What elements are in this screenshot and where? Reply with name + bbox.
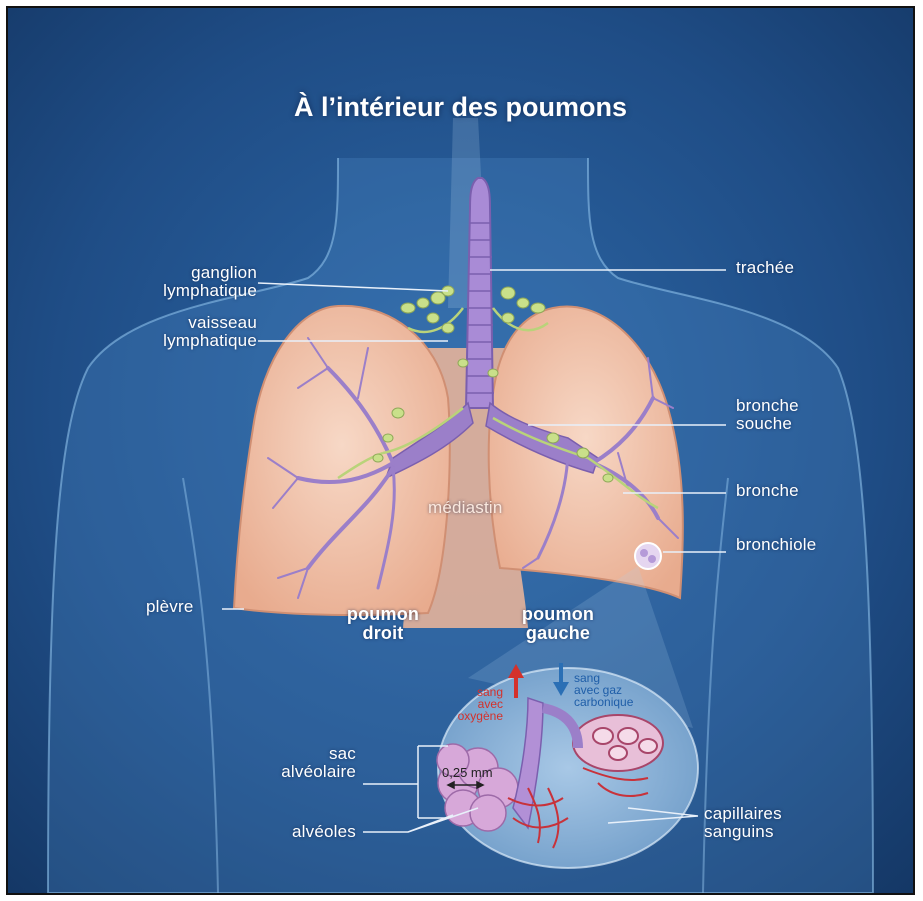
label-bronchiole: bronchiole (736, 536, 816, 554)
label-scale: 0,25 mm (442, 767, 493, 779)
label-capillaires: capillaires sanguins (704, 805, 782, 841)
label-ganglion: ganglion lymphatique (163, 264, 257, 300)
label-plevre: plèvre (146, 598, 194, 616)
label-co2-blood: sang avec gaz carbonique (574, 672, 633, 708)
label-alveoles: alvéoles (292, 823, 356, 841)
label-poumon-gauche: poumon gauche (508, 605, 608, 643)
diagram-frame: À l’intérieur des poumons ganglion lymph… (6, 6, 915, 895)
bronchiole-cluster (635, 543, 661, 569)
label-oxygen-blood: sang avec oxygène (458, 686, 503, 722)
label-sac-alveolaire: sac alvéolaire (281, 745, 356, 781)
label-vaisseau: vaisseau lymphatique (163, 314, 257, 350)
capillary-lattice (573, 715, 663, 771)
label-bronche-souche: bronche souche (736, 397, 799, 433)
label-mediastin: médiastin (428, 499, 503, 517)
label-bronche: bronche (736, 482, 799, 500)
diagram-title: À l’intérieur des poumons (8, 92, 913, 123)
label-poumon-droit: poumon droit (338, 605, 428, 643)
label-trachee: trachée (736, 259, 794, 277)
lung-illustration (8, 8, 913, 893)
